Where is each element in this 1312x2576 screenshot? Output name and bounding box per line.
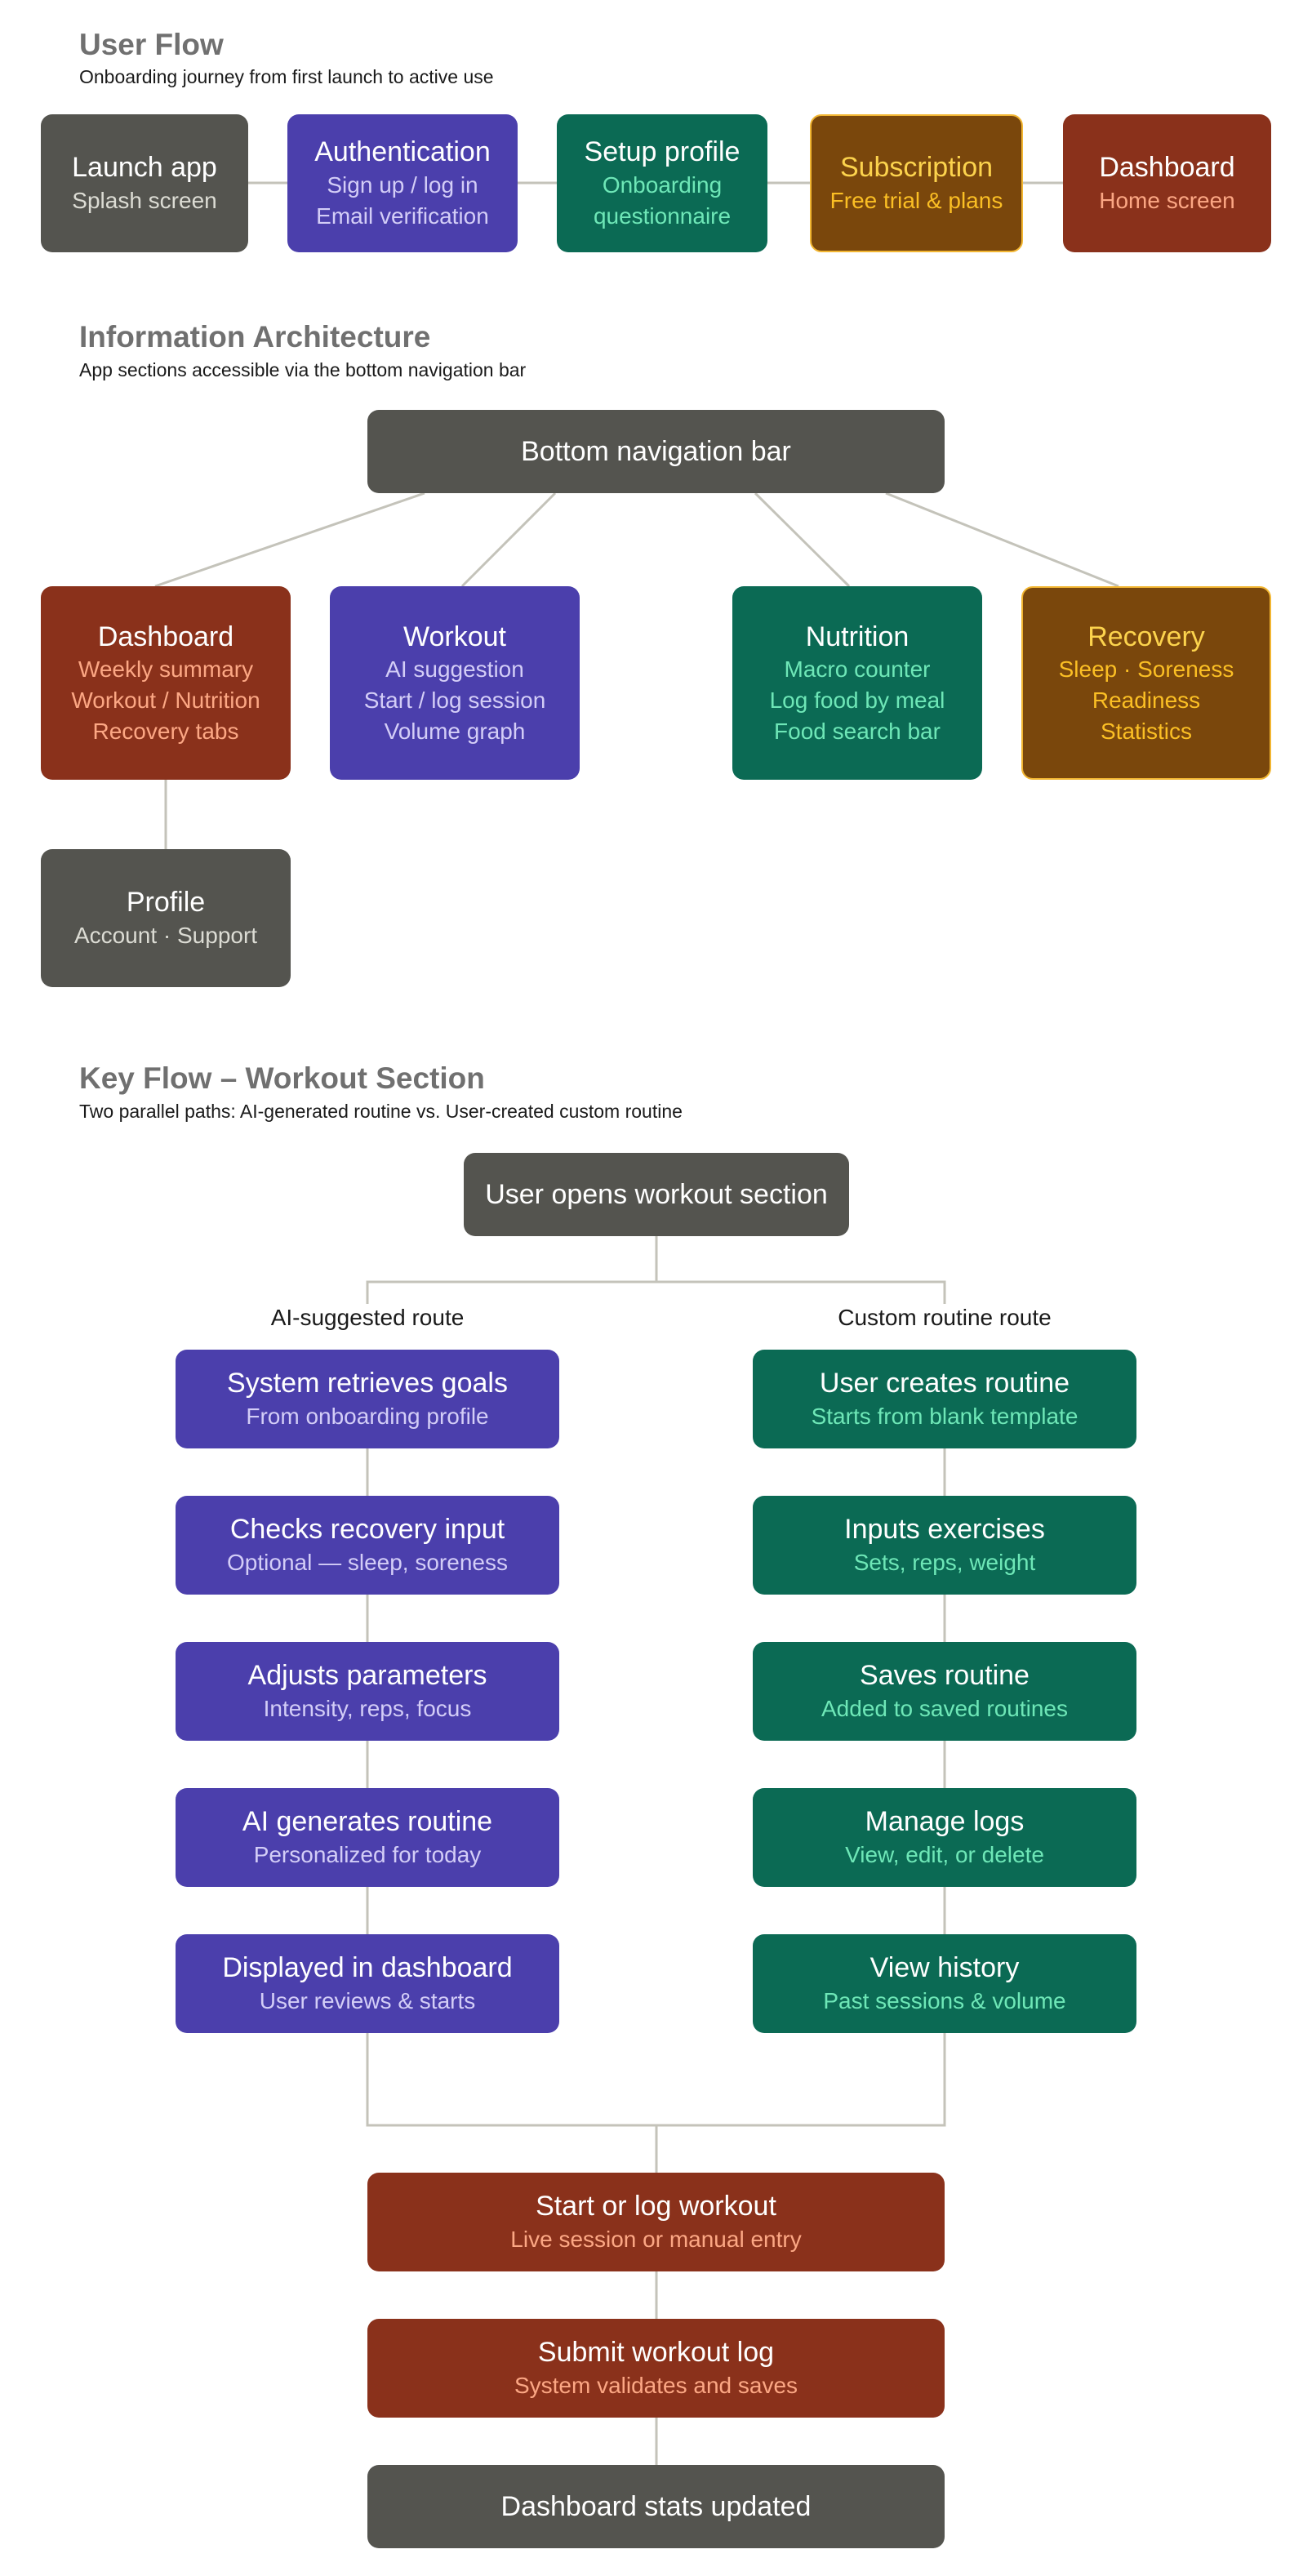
ai-step-line: Optional — sleep, soreness <box>227 1549 508 1575</box>
custom-step-save-routine: Saves routine Added to saved routines <box>753 1642 1136 1741</box>
flow-step-title: Subscription <box>839 152 994 184</box>
ai-step-line: From onboarding profile <box>246 1403 489 1429</box>
flow-step-line: Home screen <box>1099 187 1235 213</box>
ia-section-line: Account · Support <box>73 922 258 948</box>
ia-section-line: Readiness <box>1092 687 1201 713</box>
ai-step-line: Personalized for today <box>253 1841 482 1867</box>
ia-section-line: Log food by meal <box>769 687 945 713</box>
ai-step-title: AI generates routine <box>242 1806 493 1838</box>
flow-step-line: questionnaire <box>593 202 732 229</box>
custom-step-title: Manage logs <box>865 1806 1025 1838</box>
flow-step-line: Sign up / log in <box>327 171 478 198</box>
ia-section-workout: Workout AI suggestion Start / log sessio… <box>330 586 580 780</box>
ai-step-line: Intensity, reps, focus <box>263 1695 472 1721</box>
key-flow-title: Key Flow – Workout Section <box>79 1061 485 1095</box>
custom-step-title: Saves routine <box>860 1660 1030 1692</box>
final-step-title: Submit workout log <box>537 2337 775 2369</box>
custom-step-manage-logs: Manage logs View, edit, or delete <box>753 1788 1136 1887</box>
ia-section-title: Workout <box>403 621 506 652</box>
ai-step-generate-routine: AI generates routine Personalized for to… <box>176 1788 559 1887</box>
ia-section-title: Profile <box>126 887 206 919</box>
custom-step-line: Past sessions & volume <box>823 1987 1066 2013</box>
custom-route-label: Custom routine route <box>838 1305 1052 1330</box>
final-step-line: Live session or manual entry <box>510 2226 802 2252</box>
ia-section-line: Macro counter <box>784 656 931 683</box>
ia-section-title: Dashboard <box>97 621 234 652</box>
custom-step-title: User creates routine <box>819 1368 1070 1399</box>
ia-root-label: Bottom navigation bar <box>521 435 791 467</box>
ia-section-dashboard: Dashboard Weekly summary Workout / Nutri… <box>41 586 291 780</box>
ai-step-title: Adjusts parameters <box>247 1660 487 1692</box>
ia-section-profile: Profile Account · Support <box>41 849 291 987</box>
final-step-start-log-workout: Start or log workout Live session or man… <box>367 2173 945 2271</box>
flow-step-title: Setup profile <box>584 136 741 168</box>
ia-section-line: Statistics <box>1100 718 1193 744</box>
ai-step-title: System retrieves goals <box>227 1368 508 1399</box>
custom-step-line: Starts from blank template <box>811 1403 1079 1429</box>
final-step-dashboard-updated: Dashboard stats updated <box>367 2465 945 2548</box>
ia-section-line: AI suggestion <box>385 656 524 683</box>
final-step-submit-log: Submit workout log System validates and … <box>367 2319 945 2418</box>
custom-step-line: Sets, reps, weight <box>853 1549 1036 1575</box>
key-flow-start: User opens workout section <box>464 1153 849 1236</box>
custom-step-input-exercises: Inputs exercises Sets, reps, weight <box>753 1496 1136 1595</box>
ia-section-title: Recovery <box>1087 621 1205 652</box>
ai-step-adjust-parameters: Adjusts parameters Intensity, reps, focu… <box>176 1642 559 1741</box>
ia-section-line: Sleep · Soreness <box>1058 656 1234 683</box>
flow-step-title: Authentication <box>314 136 491 168</box>
flow-step-title: Launch app <box>72 152 217 184</box>
ia-section-line: Recovery tabs <box>92 718 239 744</box>
flow-step-authentication: Authentication Sign up / log in Email ve… <box>287 114 518 252</box>
ai-step-check-recovery: Checks recovery input Optional — sleep, … <box>176 1496 559 1595</box>
ia-section-line: Weekly summary <box>78 656 254 683</box>
flow-step-subscription: Subscription Free trial & plans <box>810 114 1023 252</box>
custom-step-line: Added to saved routines <box>821 1695 1068 1721</box>
ai-step-retrieve-goals: System retrieves goals From onboarding p… <box>176 1350 559 1448</box>
ia-title: Information Architecture <box>79 320 431 354</box>
custom-step-title: Inputs exercises <box>844 1514 1045 1546</box>
user-flow-title: User Flow <box>79 28 224 61</box>
flow-step-setup-profile: Setup profile Onboarding questionnaire <box>557 114 767 252</box>
flow-step-line: Free trial & plans <box>829 187 1003 213</box>
ia-section-nutrition: Nutrition Macro counter Log food by meal… <box>732 586 982 780</box>
user-flow-subtitle: Onboarding journey from first launch to … <box>79 66 494 87</box>
flow-step-launch-app: Launch app Splash screen <box>41 114 248 252</box>
ai-step-displayed-dashboard: Displayed in dashboard User reviews & st… <box>176 1934 559 2033</box>
ia-section-title: Nutrition <box>805 621 910 652</box>
ai-step-title: Checks recovery input <box>229 1514 505 1546</box>
flow-step-title: Dashboard <box>1099 152 1235 184</box>
final-step-title: Start or log workout <box>536 2191 776 2222</box>
flow-step-line: Onboarding <box>602 171 723 198</box>
ia-section-line: Workout / Nutrition <box>71 687 260 713</box>
ai-step-line: User reviews & starts <box>259 1987 476 2013</box>
ia-section-recovery: Recovery Sleep · Soreness Readiness Stat… <box>1021 586 1271 780</box>
ai-route-label: AI-suggested route <box>270 1305 465 1330</box>
ia-root-bottom-nav: Bottom navigation bar <box>367 410 945 493</box>
custom-step-title: View history <box>869 1952 1020 1984</box>
key-flow-subtitle: Two parallel paths: AI-generated routine… <box>79 1101 683 1122</box>
final-step-line: System validates and saves <box>514 2372 798 2398</box>
custom-step-create-routine: User creates routine Starts from blank t… <box>753 1350 1136 1448</box>
ia-subtitle: App sections accessible via the bottom n… <box>79 359 527 380</box>
ia-section-line: Start / log session <box>363 687 546 713</box>
flow-step-dashboard: Dashboard Home screen <box>1063 114 1271 252</box>
custom-step-view-history: View history Past sessions & volume <box>753 1934 1136 2033</box>
ia-section-line: Volume graph <box>384 718 526 744</box>
ai-step-title: Displayed in dashboard <box>222 1952 513 1984</box>
flow-step-line: Splash screen <box>72 187 217 213</box>
key-flow-start-label: User opens workout section <box>485 1178 828 1210</box>
flow-step-line: Email verification <box>316 202 489 229</box>
custom-step-line: View, edit, or delete <box>845 1841 1044 1867</box>
ia-section-line: Food search bar <box>774 718 941 744</box>
final-step-title: Dashboard stats updated <box>500 2490 812 2522</box>
